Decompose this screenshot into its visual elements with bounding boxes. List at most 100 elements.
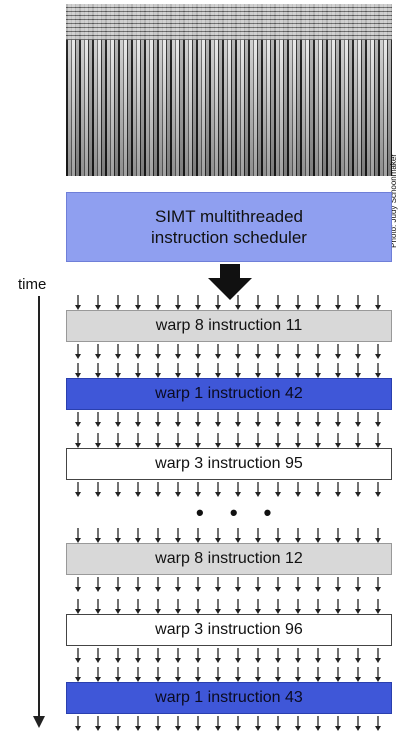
- thread-lane-arrowhead: [195, 587, 201, 592]
- thread-lanes-row: [75, 433, 381, 448]
- thread-lane-arrowhead: [115, 538, 121, 543]
- thread-lane-arrowhead: [195, 538, 201, 543]
- thread-lane-arrowhead: [295, 492, 301, 497]
- thread-lane-arrowhead: [375, 443, 381, 448]
- thread-lane-arrowhead: [215, 538, 221, 543]
- warp-instruction-box: warp 8 instruction 11: [66, 310, 392, 342]
- thread-lane-arrowhead: [335, 587, 341, 592]
- thread-lane-arrowhead: [355, 305, 361, 310]
- thread-lane-arrowhead: [255, 492, 261, 497]
- thread-lane-arrowhead: [75, 658, 81, 663]
- thread-lane-arrowhead: [175, 677, 181, 682]
- thread-lane-arrowhead: [75, 677, 81, 682]
- thread-lane-arrowhead: [275, 677, 281, 682]
- thread-lane-arrowhead: [75, 443, 81, 448]
- thread-lane-arrowhead: [155, 587, 161, 592]
- time-axis-line: [38, 296, 40, 720]
- thread-lane-arrowhead: [155, 677, 161, 682]
- thread-lanes-row: [75, 295, 381, 310]
- thread-lane-arrowhead: [175, 587, 181, 592]
- thread-lane-arrowhead: [115, 677, 121, 682]
- thread-lanes-row: [75, 716, 381, 731]
- warp-instruction-box: warp 1 instruction 43: [66, 682, 392, 714]
- thread-lane-arrowhead: [195, 354, 201, 359]
- warp-instruction-label: warp 3 instruction 96: [155, 621, 303, 638]
- thread-lane-arrowhead: [315, 422, 321, 427]
- thread-lane-arrowhead: [315, 538, 321, 543]
- thread-lane-arrowhead: [275, 305, 281, 310]
- thread-lane-arrowhead: [235, 587, 241, 592]
- thread-lane-arrowhead: [295, 373, 301, 378]
- thread-lane-arrowhead: [135, 492, 141, 497]
- thread-lane-arrowhead: [155, 726, 161, 731]
- thread-lane-arrowhead: [115, 726, 121, 731]
- thread-lane-arrowhead: [115, 373, 121, 378]
- thread-lane-arrowhead: [175, 492, 181, 497]
- thread-lane-arrowhead: [295, 726, 301, 731]
- thread-lane-arrowhead: [335, 726, 341, 731]
- thread-lane-arrowhead: [375, 354, 381, 359]
- thread-lanes-row: [75, 344, 381, 359]
- thread-lane-arrowhead: [315, 587, 321, 592]
- thread-lane-arrowhead: [155, 305, 161, 310]
- thread-lane-arrowhead: [275, 538, 281, 543]
- warp-instruction-box: warp 8 instruction 12: [66, 543, 392, 575]
- thread-lane-arrowhead: [195, 305, 201, 310]
- thread-lane-arrowhead: [175, 373, 181, 378]
- thread-lane-arrowhead: [295, 422, 301, 427]
- thread-lane-arrowhead: [155, 422, 161, 427]
- thread-lane-arrowhead: [255, 726, 261, 731]
- time-axis-arrowhead: [33, 716, 45, 728]
- thread-lanes-row: [75, 482, 381, 497]
- thread-lane-arrowhead: [315, 373, 321, 378]
- thread-lane-arrowhead: [115, 587, 121, 592]
- thread-lane-arrowhead: [195, 609, 201, 614]
- thread-lane-arrowhead: [95, 587, 101, 592]
- thread-lane-arrowhead: [195, 373, 201, 378]
- thread-lane-arrowhead: [135, 587, 141, 592]
- thread-lane-arrowhead: [175, 305, 181, 310]
- warp-instruction-label: warp 3 instruction 95: [155, 455, 303, 472]
- thread-lane-arrowhead: [335, 305, 341, 310]
- thread-lane-arrowhead: [215, 587, 221, 592]
- thread-lane-arrowhead: [75, 726, 81, 731]
- scheduler-label-line1: SIMT multithreaded: [154, 207, 304, 226]
- thread-lane-arrowhead: [195, 492, 201, 497]
- thread-lane-arrowhead: [235, 422, 241, 427]
- thread-lanes-row: [75, 363, 381, 378]
- thread-lane-arrowhead: [315, 609, 321, 614]
- thread-lane-arrowhead: [115, 354, 121, 359]
- thread-lane-arrowhead: [255, 354, 261, 359]
- thread-lane-arrowhead: [355, 422, 361, 427]
- loom-photo: Photo: Judy Schoonmaker: [66, 4, 398, 248]
- thread-lane-arrowhead: [335, 609, 341, 614]
- thread-lane-arrowhead: [155, 538, 161, 543]
- thread-lane-arrowhead: [255, 422, 261, 427]
- thread-lane-arrowhead: [255, 587, 261, 592]
- thread-lane-arrowhead: [375, 587, 381, 592]
- thread-lane-arrowhead: [295, 354, 301, 359]
- ellipsis: • • •: [196, 500, 282, 525]
- thread-lane-arrowhead: [275, 443, 281, 448]
- thread-lane-arrowhead: [215, 422, 221, 427]
- thread-lane-arrowhead: [235, 354, 241, 359]
- thread-lane-arrowhead: [155, 492, 161, 497]
- thread-lane-arrowhead: [375, 658, 381, 663]
- thread-lane-arrowhead: [315, 443, 321, 448]
- thread-lane-arrowhead: [175, 726, 181, 731]
- warp-instruction-label: warp 1 instruction 43: [155, 689, 303, 706]
- thread-lane-arrowhead: [315, 726, 321, 731]
- thread-lane-arrowhead: [335, 492, 341, 497]
- thread-lane-arrowhead: [95, 305, 101, 310]
- warp-instruction-label: warp 8 instruction 12: [155, 550, 303, 567]
- thread-lane-arrowhead: [135, 609, 141, 614]
- thread-lane-arrowhead: [255, 538, 261, 543]
- thread-lane-arrowhead: [235, 677, 241, 682]
- thread-lane-arrowhead: [235, 492, 241, 497]
- thread-lane-arrowhead: [75, 492, 81, 497]
- warp-instruction-label: warp 8 instruction 11: [155, 317, 303, 334]
- warp-instruction-box: warp 1 instruction 42: [66, 378, 392, 410]
- thread-lane-arrowhead: [115, 492, 121, 497]
- thread-lane-arrowhead: [355, 587, 361, 592]
- thread-lane-arrowhead: [135, 726, 141, 731]
